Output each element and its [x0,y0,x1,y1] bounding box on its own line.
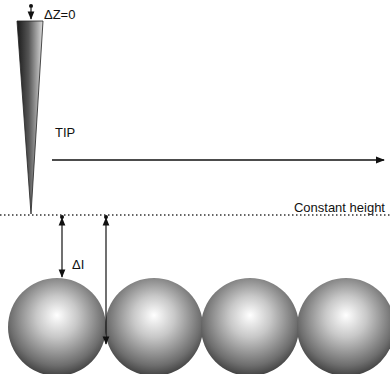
stm-tip [17,21,43,214]
dot [60,215,64,219]
current-label: ΔI [71,258,85,271]
current-arrow [61,218,62,277]
atom [105,278,203,374]
scan-arrow [52,159,384,160]
dz-dot [29,4,33,8]
height-line [0,214,390,215]
atom [201,278,299,374]
dz-arrow [30,8,31,19]
mode-label: Constant height [293,201,386,214]
height-change-label: ΔZ=0 [44,8,75,21]
dot [104,215,108,219]
atom [8,278,106,374]
atom [297,278,390,374]
current-arrow [105,218,106,344]
tip-label: TIP [55,126,75,139]
